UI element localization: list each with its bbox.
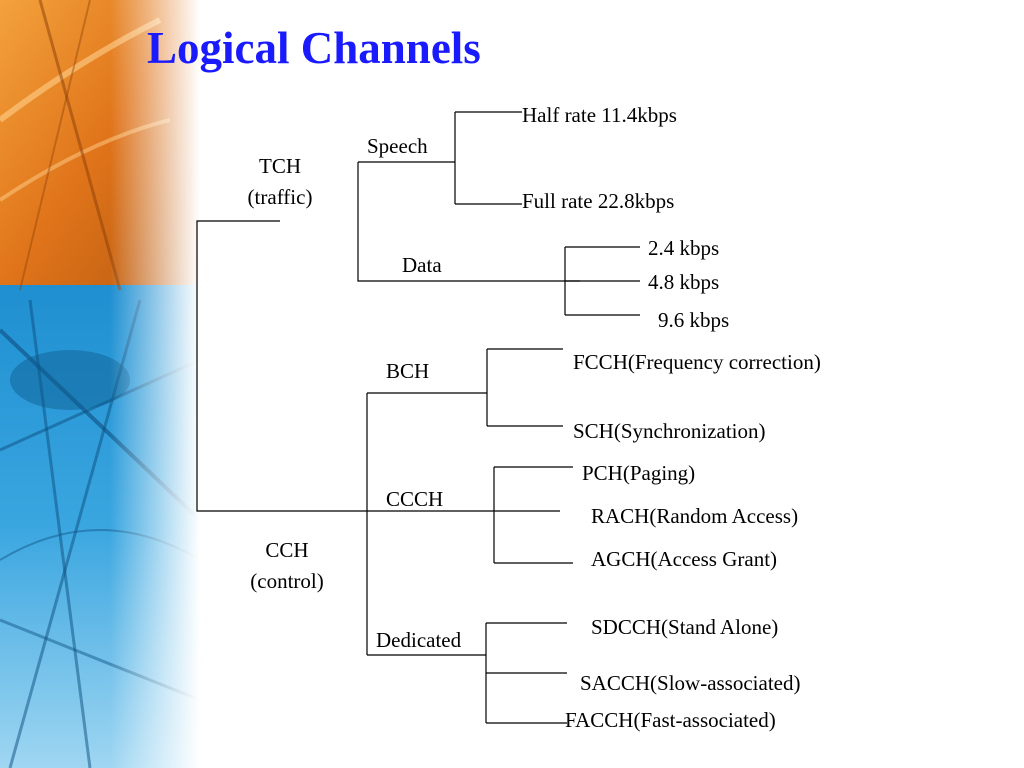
cch-label-line1: CCH (265, 538, 309, 562)
leaf-full-rate: Full rate 22.8kbps (522, 189, 675, 213)
leaf-sch: SCH(Synchronization) (573, 419, 766, 443)
leaf-pch: PCH(Paging) (582, 461, 696, 485)
speech-label: Speech (367, 134, 428, 158)
leaf-rach: RACH(Random Access) (591, 504, 799, 528)
leaf-data-9-6: 9.6 kbps (658, 308, 730, 332)
tch-label-line1: TCH (259, 154, 301, 178)
leaf-sacch: SACCH(Slow-associated) (580, 671, 801, 695)
leaf-data-2-4: 2.4 kbps (648, 236, 720, 260)
bch-label: BCH (386, 359, 430, 383)
slide-title: Logical Channels (147, 23, 481, 73)
data-label: Data (402, 253, 442, 277)
decorative-background-image (0, 0, 200, 768)
dedicated-label: Dedicated (376, 628, 462, 652)
root-bracket (196, 220, 282, 512)
cch-label-line2: (control) (250, 569, 324, 593)
tch-bracket (357, 162, 580, 282)
leaf-sdcch: SDCCH(Stand Alone) (591, 615, 779, 639)
cch-label: CCH (control) (237, 540, 337, 592)
tch-label: TCH (traffic) (240, 156, 320, 208)
leaf-facch: FACCH(Fast-associated) (565, 708, 776, 732)
ccch-label: CCCH (386, 487, 444, 511)
leaf-agch: AGCH(Access Grant) (591, 547, 778, 571)
leaf-half-rate: Half rate 11.4kbps (522, 103, 677, 127)
tch-label-line2: (traffic) (247, 185, 313, 209)
leaf-data-4-8: 4.8 kbps (648, 270, 720, 294)
leaf-fcch: FCCH(Frequency correction) (573, 350, 821, 374)
